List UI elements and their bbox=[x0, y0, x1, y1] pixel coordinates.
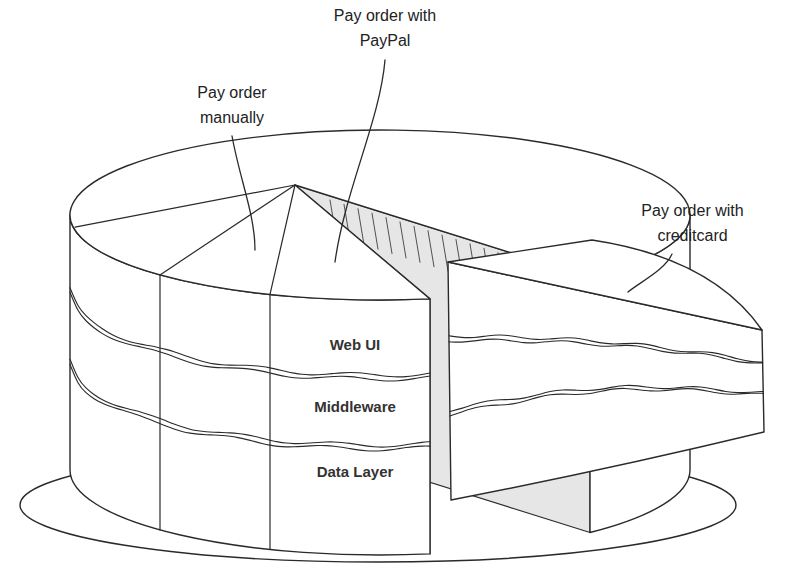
layer-label: Data Layer bbox=[313, 462, 398, 482]
slice-line-front-1 bbox=[269, 294, 270, 549]
layer-line-slice-3 bbox=[450, 388, 763, 416]
layer-line-front-0 bbox=[70, 288, 430, 377]
slice-line-top-0 bbox=[75, 185, 295, 227]
slice-line-front-0 bbox=[159, 275, 160, 530]
layer-line-front-1 bbox=[70, 292, 430, 381]
label-text: Pay order with PayPal bbox=[320, 3, 450, 53]
layer-label: Web UI bbox=[326, 335, 385, 355]
layer-line-front-2 bbox=[70, 359, 430, 447]
layer-label: Middleware bbox=[310, 397, 400, 417]
layer-line-slice-1 bbox=[449, 339, 763, 363]
label-text: Pay order with creditcard bbox=[625, 198, 760, 248]
leader-line-creditcard bbox=[628, 254, 672, 292]
slice-line-top-2 bbox=[270, 185, 295, 294]
leader-line-paypal bbox=[335, 60, 385, 262]
layer-line-slice-0 bbox=[449, 335, 763, 362]
layer-line-slice-2 bbox=[450, 385, 763, 411]
leader-line-manual bbox=[232, 136, 255, 250]
slice-line-top-1 bbox=[160, 185, 295, 275]
slice-top-face bbox=[448, 240, 762, 330]
label-text: Pay order manually bbox=[180, 80, 284, 130]
layer-line-front-3 bbox=[70, 364, 430, 451]
